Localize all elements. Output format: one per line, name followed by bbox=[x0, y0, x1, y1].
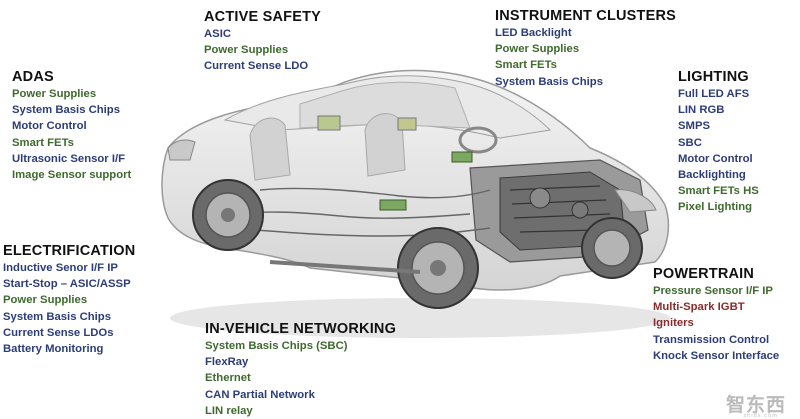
watermark-logo: 智东西 bbox=[725, 394, 786, 416]
list-item: Power Supplies bbox=[495, 43, 580, 56]
lighting-section: LIGHTING Full LED AFS LIN RGB SMPS SBC M… bbox=[678, 69, 759, 216]
list-item: Multi-Spark IGBT bbox=[653, 301, 745, 314]
list-item: Battery Monitoring bbox=[3, 343, 104, 356]
adas-section: ADAS Power Supplies System Basis Chips M… bbox=[12, 69, 131, 183]
list-item: Ultrasonic Sensor I/F bbox=[12, 152, 125, 165]
active-safety-section: ACTIVE SAFETY ASIC Power Supplies Curren… bbox=[204, 9, 321, 75]
list-item: Motor Control bbox=[678, 152, 753, 165]
list-item: Power Supplies bbox=[12, 88, 97, 100]
list-item: FlexRay bbox=[205, 356, 249, 369]
list-item: Power Supplies bbox=[3, 294, 88, 307]
list-item: Inductive Senor I/F IP bbox=[3, 262, 118, 274]
instrument-clusters-list: LED Backlight Power Supplies Smart FETs … bbox=[495, 25, 676, 90]
electrification-list: Inductive Senor I/F IP Start-Stop – ASIC… bbox=[3, 260, 135, 357]
list-item: LIN RGB bbox=[678, 104, 725, 117]
list-item: Ethernet bbox=[205, 372, 251, 385]
lighting-title: LIGHTING bbox=[678, 69, 749, 85]
list-item: System Basis Chips (SBC) bbox=[205, 340, 348, 352]
in-vehicle-networking-list: System Basis Chips (SBC) FlexRay Etherne… bbox=[205, 338, 396, 419]
list-item: Igniters bbox=[653, 317, 694, 330]
list-item: Smart FETs bbox=[12, 136, 74, 149]
list-item: Smart FETs HS bbox=[678, 185, 759, 198]
list-item: LED Backlight bbox=[495, 27, 572, 39]
list-item: Start-Stop – ASIC/ASSP bbox=[3, 278, 131, 291]
list-item: Backlighting bbox=[678, 169, 746, 182]
list-item: Motor Control bbox=[12, 120, 87, 133]
list-item: ASIC bbox=[204, 28, 231, 40]
list-item: Current Sense LDOs bbox=[3, 326, 114, 339]
list-item: System Basis Chips bbox=[12, 104, 120, 117]
list-item: System Basis Chips bbox=[3, 310, 111, 323]
watermark-url: zhidx.com bbox=[743, 413, 778, 419]
in-vehicle-networking-section: IN-VEHICLE NETWORKING System Basis Chips… bbox=[205, 321, 396, 419]
list-item: Pressure Sensor I/F IP bbox=[653, 285, 773, 297]
lighting-list: Full LED AFS LIN RGB SMPS SBC Motor Cont… bbox=[678, 86, 759, 216]
electrification-title: ELECTRIFICATION bbox=[3, 243, 136, 259]
list-item: CAN Partial Network bbox=[205, 388, 315, 401]
powertrain-list: Pressure Sensor I/F IP Multi-Spark IGBT … bbox=[653, 283, 779, 364]
list-item: Power Supplies bbox=[204, 44, 289, 57]
list-item: Image Sensor support bbox=[12, 169, 132, 182]
list-item: SBC bbox=[678, 136, 702, 149]
list-item: Full LED AFS bbox=[678, 88, 750, 100]
active-safety-title: ACTIVE SAFETY bbox=[204, 9, 321, 25]
instrument-clusters-title: INSTRUMENT CLUSTERS bbox=[495, 8, 677, 24]
instrument-clusters-section: INSTRUMENT CLUSTERS LED Backlight Power … bbox=[495, 8, 676, 90]
list-item: Current Sense LDO bbox=[204, 60, 309, 73]
list-item: Knock Sensor Interface bbox=[653, 349, 780, 362]
list-item: LIN relay bbox=[205, 404, 253, 417]
list-item: Transmission Control bbox=[653, 333, 770, 346]
adas-list: Power Supplies System Basis Chips Motor … bbox=[12, 86, 131, 183]
in-vehicle-networking-title: IN-VEHICLE NETWORKING bbox=[205, 321, 397, 337]
list-item: Pixel Lighting bbox=[678, 201, 753, 214]
powertrain-section: POWERTRAIN Pressure Sensor I/F IP Multi-… bbox=[653, 266, 779, 364]
list-item: System Basis Chips bbox=[495, 75, 603, 88]
powertrain-title: POWERTRAIN bbox=[653, 266, 755, 282]
electrification-section: ELECTRIFICATION Inductive Senor I/F IP S… bbox=[3, 243, 135, 357]
adas-title: ADAS bbox=[12, 69, 54, 85]
list-item: SMPS bbox=[678, 120, 711, 133]
list-item: Smart FETs bbox=[495, 59, 557, 72]
active-safety-list: ASIC Power Supplies Current Sense LDO bbox=[204, 26, 321, 75]
